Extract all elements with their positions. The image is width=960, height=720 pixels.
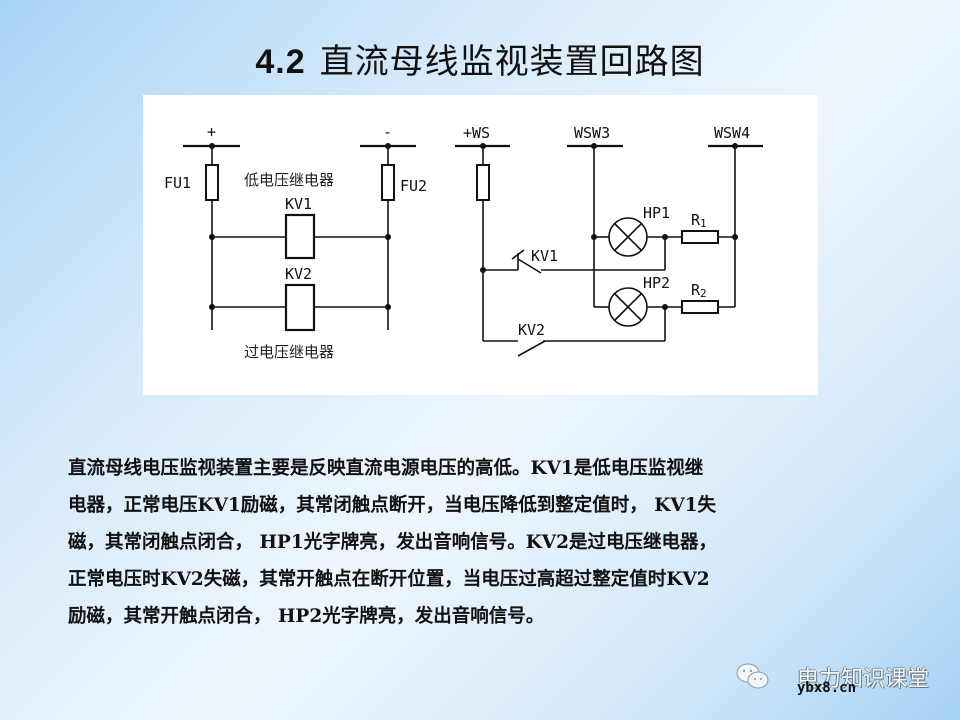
fuse-ws [476, 164, 490, 201]
negative-bus-label: - [383, 123, 392, 141]
fuse-fu2 [381, 164, 395, 201]
resistor-r2 [681, 300, 719, 314]
relay-kv2-label: KV2 [285, 265, 312, 283]
title-number: 4.2 [255, 43, 306, 81]
bus-ws-label: +WS [463, 124, 490, 142]
contact-kv1-label: KV1 [531, 247, 558, 265]
relay-coil-kv1 [284, 213, 316, 260]
overvoltage-relay-caption: 过电压继电器 [244, 343, 334, 361]
fuse-fu1 [205, 164, 219, 201]
relay-kv1-label: KV1 [285, 195, 312, 213]
contact-kv1-nc [517, 258, 542, 274]
relay-coil-kv2 [284, 283, 316, 332]
description-line: 励磁，其常开触点闭合， HP2光字牌亮，发出音响信号。 [68, 606, 545, 627]
lamp-hp1-label: HP1 [643, 204, 670, 222]
resistor-r2-label: R2 [691, 281, 707, 300]
lamp-hp2-label: HP2 [643, 274, 670, 292]
resistor-r1 [681, 230, 719, 244]
watermark-url: ybx8.cn [797, 680, 857, 696]
fuse-fu2-label: FU2 [400, 177, 427, 195]
contact-kv2-no [517, 340, 546, 357]
title-text: 直流母线监视装置回路图 [319, 42, 705, 82]
description-line: 直流母线电压监视装置主要是反映直流电源电压的高低。KV1是低电压监视继 [68, 458, 704, 479]
bus-wsw4-label: WSW4 [714, 124, 750, 142]
positive-bus-label: + [207, 123, 216, 141]
watermark-text: 电力知识课堂 [797, 667, 930, 692]
page-title: 4.2 直流母线监视装置回路图 [0, 34, 960, 83]
contact-kv2-label: KV2 [518, 321, 545, 339]
circuit-diagram: + - FU1 FU2 低电压继电器 KV1 KV2 过电压继电器 +WS WS… [164, 123, 763, 361]
wechat-icon [736, 663, 769, 689]
fuse-fu1-label: FU1 [164, 174, 191, 192]
watermark: 电力知识课堂 ybx8.cn [735, 660, 950, 700]
description-text: 直流母线电压监视装置主要是反映直流电源电压的高低。KV1是低电压监视继 电器，正… [68, 450, 898, 635]
undervoltage-relay-caption: 低电压继电器 [244, 171, 334, 189]
description-line: 正常电压时KV2失磁，其常开触点在断开位置，当电压过高超过整定值时KV2 [68, 569, 710, 590]
bus-wsw3-label: WSW3 [574, 124, 610, 142]
circuit-diagram-panel: + - FU1 FU2 低电压继电器 KV1 KV2 过电压继电器 +WS WS… [143, 95, 818, 395]
description-line: 电器，正常电压KV1励磁，其常闭触点断开，当电压降低到整定值时， KV1失 [68, 495, 717, 516]
description-line: 磁，其常闭触点闭合， HP1光字牌亮，发出音响信号。KV2是过电压继电器， [68, 532, 718, 553]
resistor-r1-label: R1 [691, 211, 707, 230]
